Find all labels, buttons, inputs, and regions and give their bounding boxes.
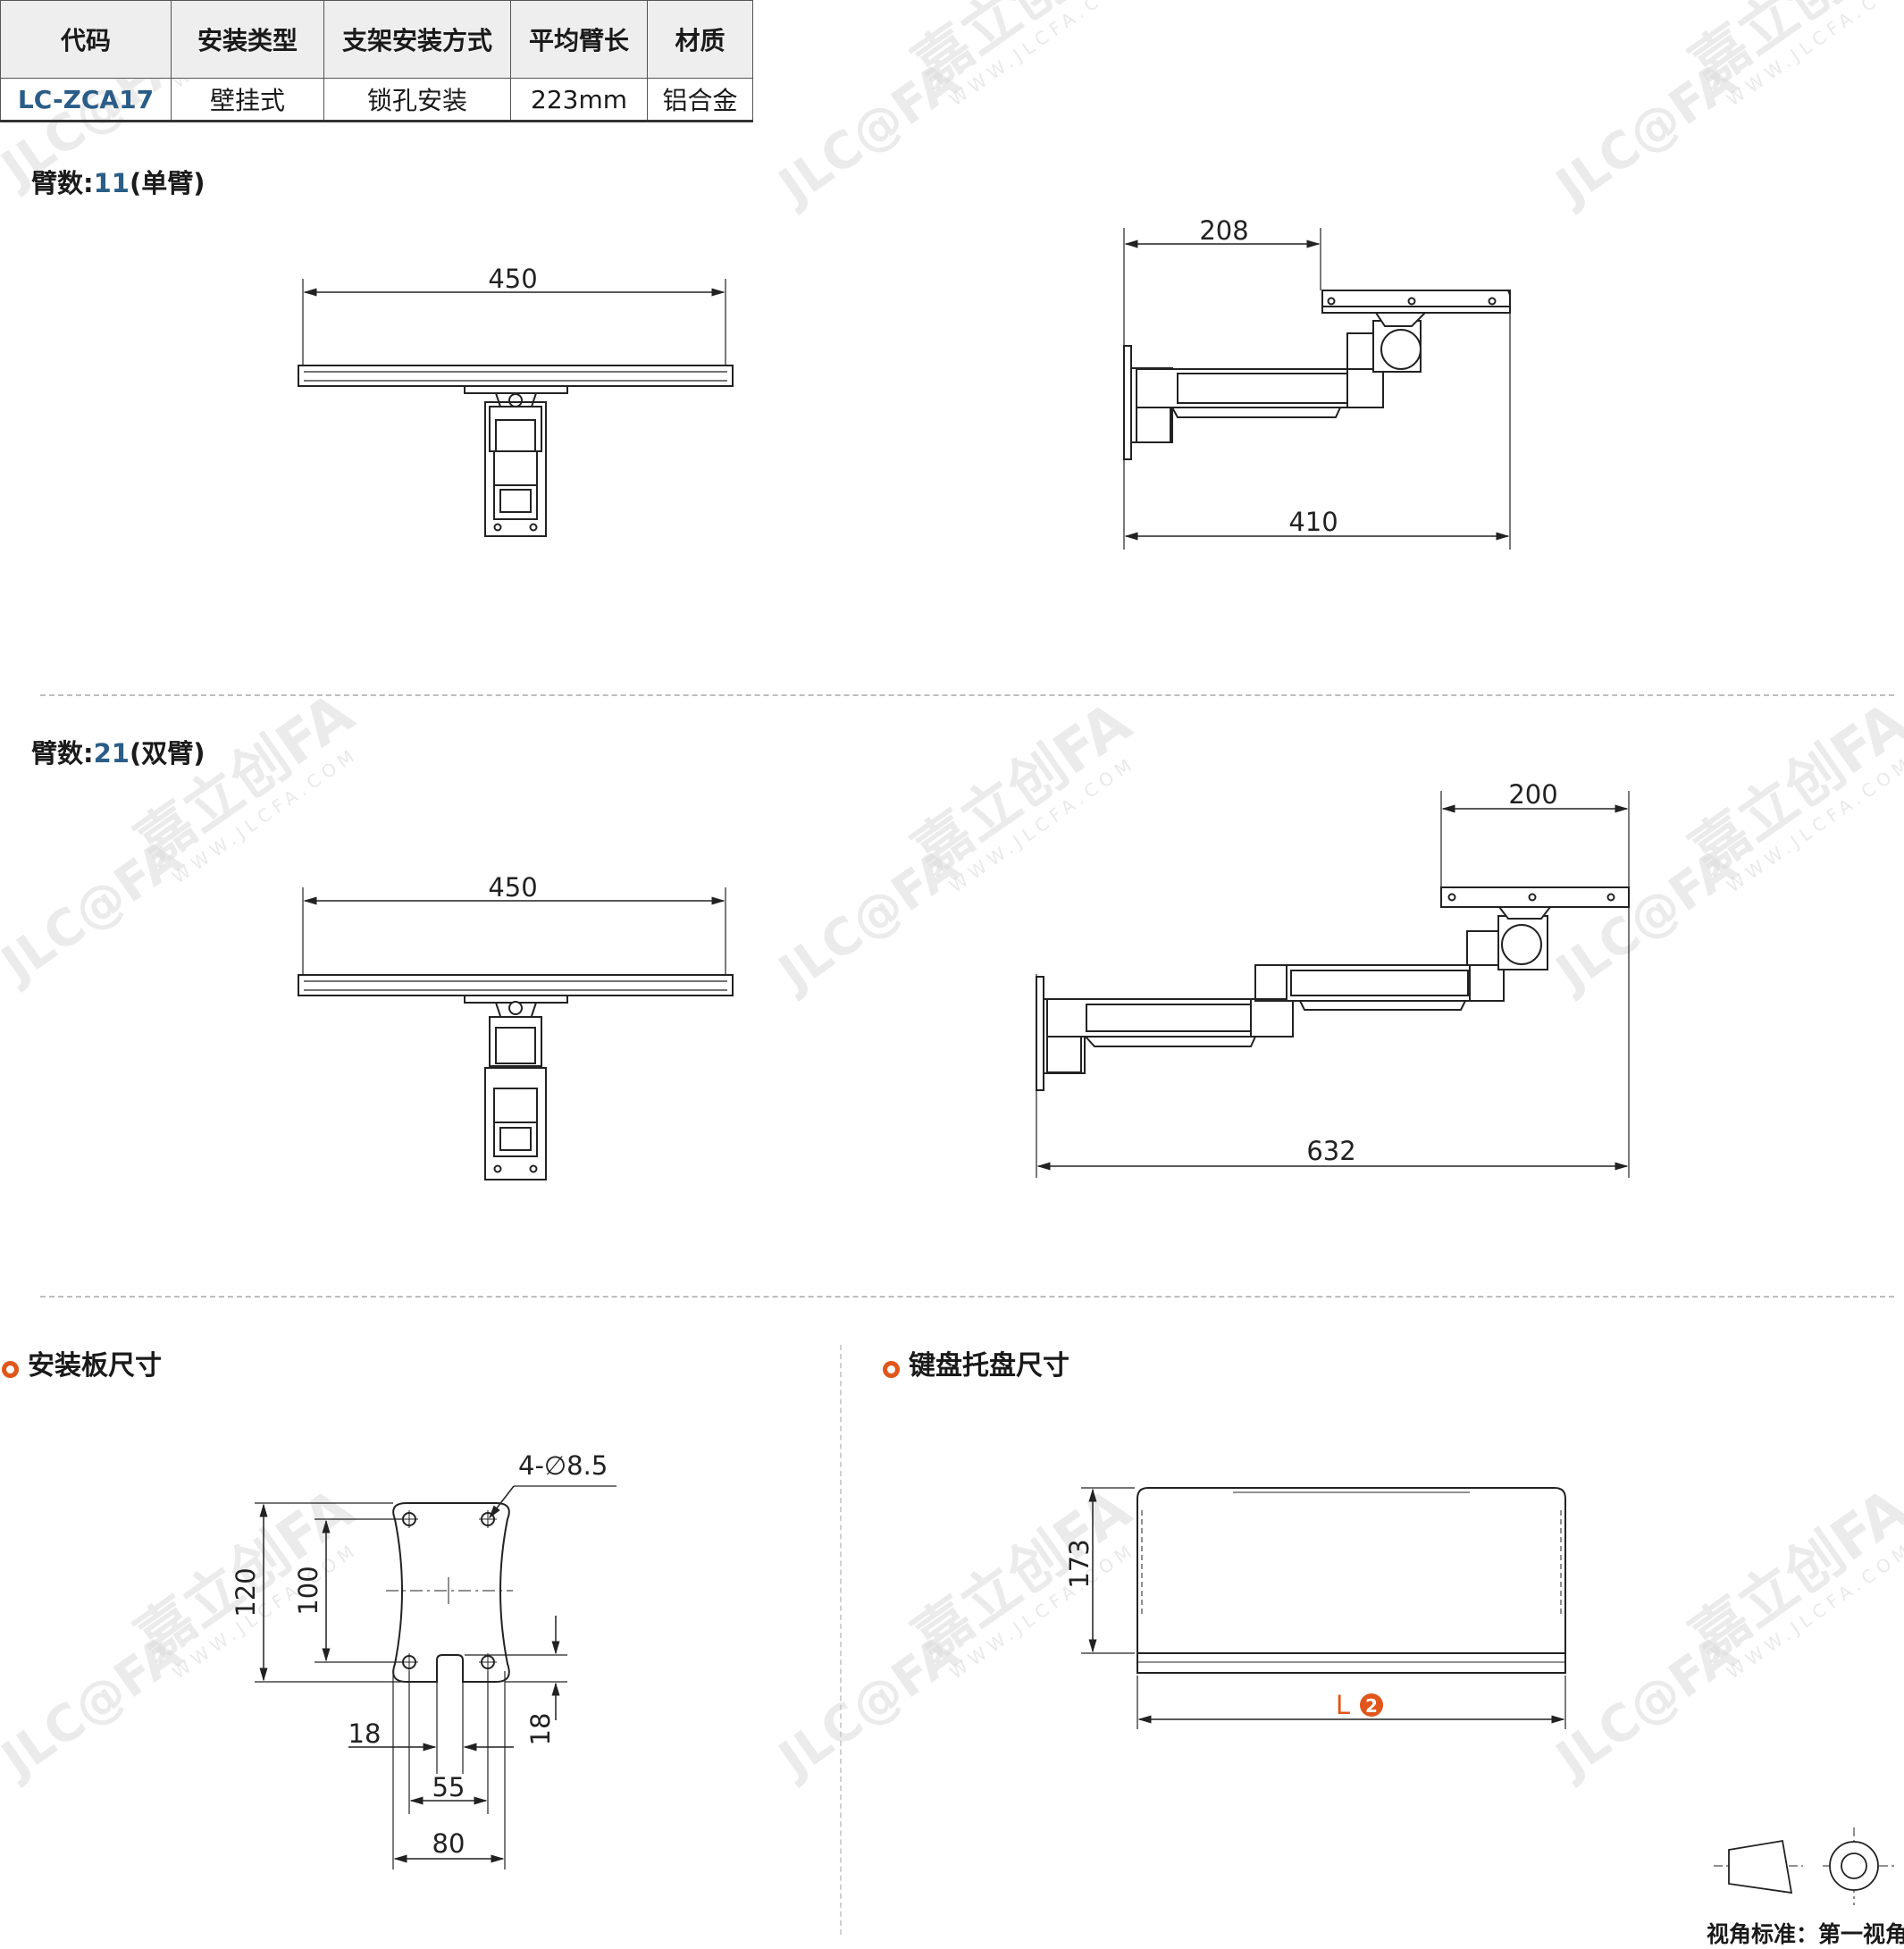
dim-s2-side-bottom: 632	[1306, 1136, 1355, 1166]
s2-front-view	[298, 887, 734, 1180]
tray-l-badge	[1360, 1693, 1383, 1717]
dim-plate-holes: 4-∅8.5	[518, 1450, 608, 1481]
dim-s2-front-width: 450	[488, 872, 537, 903]
section1-num: 11	[93, 168, 130, 198]
dim-plate-18-right: 18	[525, 1713, 556, 1746]
column-divider	[840, 1345, 842, 1935]
table-header: 安装类型	[171, 0, 324, 79]
table-header: 支架安装方式	[323, 0, 511, 79]
dim-s1-side-bottom: 410	[1288, 507, 1338, 537]
section2-label: 臂数:21(双臂)	[31, 733, 205, 770]
dim-plate-80: 80	[432, 1828, 466, 1859]
table-cell: 壁挂式	[171, 78, 324, 122]
plate-drawing	[255, 1485, 616, 1869]
tray-title-text: 键盘托盘尺寸	[909, 1350, 1069, 1382]
tray-drawing	[1081, 1487, 1566, 1729]
section2-suffix: (双臂)	[129, 738, 205, 769]
section-divider	[40, 1296, 1894, 1298]
tray-section-title: 键盘托盘尺寸	[883, 1343, 1069, 1382]
s1-front-view	[298, 279, 734, 537]
section1-label: 臂数:11(单臂)	[31, 163, 205, 200]
section1-prefix: 臂数:	[31, 168, 94, 198]
projection-symbol	[1714, 1827, 1894, 1905]
plate-section-title: 安装板尺寸	[2, 1343, 162, 1382]
table-cell-code: LC-ZCA17	[0, 78, 172, 122]
table-header-row: 代码 安装类型 支架安装方式 平均臂长 材质	[0, 0, 753, 79]
table-header: 材质	[647, 0, 753, 79]
ring-icon	[883, 1361, 900, 1378]
plate-title-text: 安装板尺寸	[28, 1350, 162, 1382]
dim-tray-173: 173	[1064, 1539, 1095, 1588]
section2-num: 21	[93, 738, 130, 769]
dim-plate-18-left: 18	[348, 1718, 382, 1749]
dim-plate-55: 55	[432, 1772, 466, 1802]
dim-plate-120: 120	[231, 1567, 261, 1617]
dim-s1-side-top: 208	[1199, 215, 1248, 246]
dim-s2-side-top: 200	[1508, 779, 1557, 810]
spec-table: 代码 安装类型 支架安装方式 平均臂长 材质 LC-ZCA17 壁挂式 锁孔安装…	[0, 0, 753, 122]
table-cell: 锁孔安装	[323, 78, 511, 122]
table-cell: 铝合金	[647, 78, 753, 122]
section-divider	[40, 694, 1894, 696]
ring-icon	[2, 1361, 19, 1378]
s2-side-view	[1036, 791, 1630, 1178]
table-row: LC-ZCA17 壁挂式 锁孔安装 223mm 铝合金	[0, 78, 753, 122]
dim-s1-front-width: 450	[488, 264, 537, 294]
dim-plate-100: 100	[293, 1566, 323, 1615]
s1-side-view	[1123, 228, 1511, 550]
tray-l-badge-num: 2	[1365, 1695, 1378, 1717]
projection-caption: 视角标准：第一视角	[1707, 1921, 1904, 1947]
section1-suffix: (单臂)	[129, 168, 205, 198]
table-header: 平均臂长	[510, 0, 648, 79]
dim-tray-l: L	[1336, 1690, 1350, 1720]
table-cell: 223mm	[510, 78, 648, 122]
table-header: 代码	[0, 0, 172, 79]
section2-prefix: 臂数:	[31, 738, 94, 769]
